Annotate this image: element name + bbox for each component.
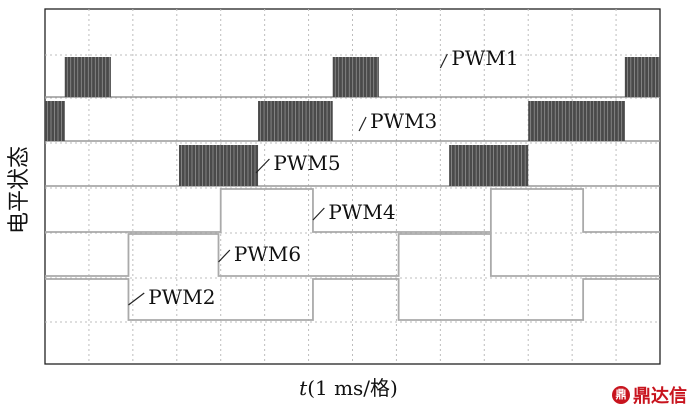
leader-pwm6 — [218, 249, 231, 263]
grid — [45, 9, 660, 364]
series-label-pwm4: PWM4 — [328, 200, 395, 224]
pwm-burst-pwm1 — [624, 57, 660, 97]
traces — [45, 57, 660, 321]
series-label-pwm3: PWM3 — [370, 109, 437, 133]
x-axis-label-unit: (1 ms/格) — [307, 376, 398, 400]
pwm-burst-pwm5 — [449, 145, 529, 186]
leader-pwm1 — [439, 53, 448, 69]
leader-pwm4 — [312, 207, 325, 221]
series-label-pwm5: PWM5 — [273, 151, 340, 175]
pwm-burst-pwm1 — [64, 57, 111, 97]
pwm-burst-pwm1 — [332, 57, 379, 97]
x-axis-label-variable: t — [299, 376, 308, 400]
pwm-burst-pwm5 — [178, 145, 259, 186]
leader-pwm5 — [255, 158, 270, 174]
square-wave-pwm4 — [45, 188, 660, 233]
leader-pwm3 — [358, 116, 367, 132]
y-axis-label: 电平状态 — [7, 145, 33, 235]
watermark-text: 鼎达信 — [633, 386, 687, 407]
square-wave-pwm6 — [45, 233, 660, 277]
series-label-pwm1: PWM1 — [451, 46, 518, 70]
watermark-logo: 鼎 鼎达信 — [612, 382, 687, 408]
series-label-pwm2: PWM2 — [148, 285, 215, 309]
pwm-burst-pwm3 — [45, 101, 65, 141]
square-wave-pwm2 — [45, 278, 660, 321]
leader-pwm2 — [128, 292, 145, 306]
series-label-pwm6: PWM6 — [234, 242, 301, 266]
x-axis-label: t(1 ms/格) — [0, 372, 697, 401]
watermark-icon: 鼎 — [612, 386, 630, 404]
